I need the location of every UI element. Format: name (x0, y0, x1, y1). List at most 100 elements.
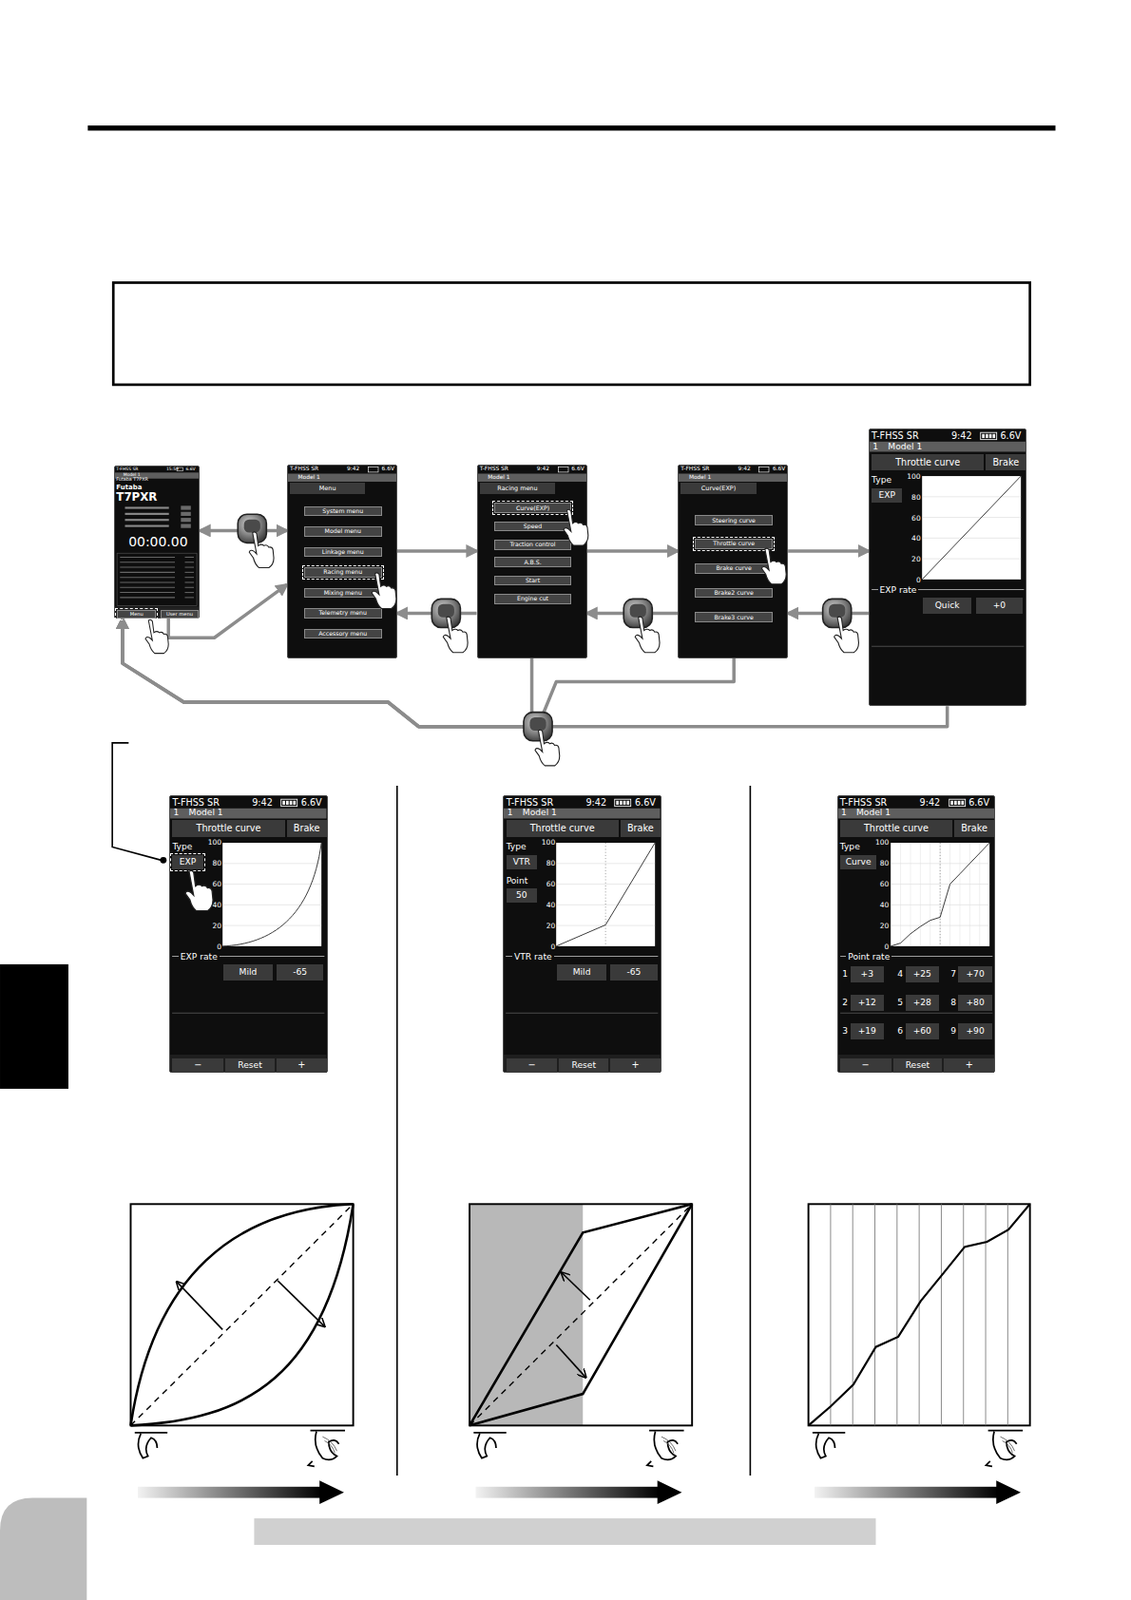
screen-button: +19 (850, 1023, 884, 1040)
screen-graphic (614, 799, 632, 806)
column-rule (749, 785, 752, 1477)
axis-label: 20 (203, 920, 222, 932)
screen-button: +12 (850, 995, 884, 1012)
screen-button: -65 (610, 964, 657, 981)
axis-label: 60 (901, 513, 921, 524)
screen-button: Reset (893, 1058, 943, 1074)
screen-button: Brake (287, 820, 327, 837)
flow-arrow (397, 549, 478, 554)
screen-graphic (185, 572, 194, 574)
flow-arrow (587, 612, 679, 616)
screen-label: 1 (841, 808, 852, 820)
screen-button: + (276, 1058, 327, 1074)
screen-graphic (921, 537, 1021, 539)
screen-graphic (222, 862, 322, 864)
screen-label: 9 (948, 1023, 959, 1040)
screen-button: Mild (556, 964, 607, 981)
flow-arrow (587, 549, 679, 554)
screen-label: T-FHSS SR (506, 797, 566, 809)
screen-button: − (506, 1058, 558, 1074)
screen-label: 2 (840, 995, 851, 1012)
screen-label: Futaba (115, 483, 157, 493)
axis-label: 60 (870, 879, 889, 890)
axis-label: 100 (536, 838, 556, 849)
screen-touch (185, 870, 213, 911)
menu-button: Racing menu (304, 567, 383, 578)
button-press (823, 598, 852, 628)
screen-graphic (367, 466, 379, 472)
screen-graphic (185, 596, 194, 598)
screen-graphic (978, 843, 980, 947)
screen-button: +70 (958, 966, 992, 983)
screen-label: VTR rate (512, 951, 555, 964)
screen-button: Curve(EXP) (680, 482, 756, 495)
screen-graphic (181, 523, 192, 528)
point-curve-graph (808, 1204, 1031, 1426)
screen-graphic (623, 800, 627, 805)
screen-label: 00:00.00 (119, 535, 198, 552)
screen-label: T-FHSS SR (115, 466, 147, 473)
screen-graphic (120, 561, 176, 563)
screen-graphic (503, 796, 660, 1073)
button-press (535, 729, 560, 767)
button-press (249, 532, 274, 569)
menu-button: A.B.S. (494, 556, 573, 568)
screen-graphic (116, 553, 197, 606)
screen-graphic (185, 561, 194, 563)
screen-graphic (115, 606, 199, 618)
screen-graphic (185, 586, 194, 588)
menu-button: Telemetry menu (304, 608, 383, 619)
button-press (623, 598, 652, 628)
vtr-graph (469, 1204, 583, 1426)
axis-label: 20 (536, 920, 556, 932)
screen-label: Model 1 (887, 441, 970, 453)
menu-button: User menu (160, 610, 200, 619)
screen-label: 6.6V (968, 797, 997, 809)
screen-graphic (222, 843, 322, 947)
screen-button: Brake (954, 820, 995, 837)
menu-button: Menu (116, 610, 156, 619)
screen-button: + (610, 1058, 661, 1074)
screen-button: -65 (276, 964, 324, 981)
screen-graphic (958, 843, 960, 947)
screen-graphic (120, 586, 176, 588)
screen-panel: T-FHSS SR9:426.6VModel 1Racing menuCurve… (477, 464, 588, 659)
vtr-graph (469, 1204, 692, 1426)
screen-label: Model 1 (487, 473, 549, 482)
screen-graphic (185, 566, 194, 568)
screen-label: T-FHSS SR (172, 797, 231, 809)
screen-graphic (120, 596, 176, 598)
screen-button: +60 (905, 1023, 940, 1040)
screen-graphic (125, 518, 170, 521)
screen-graphic (556, 843, 656, 947)
menu-button: Linkage menu (304, 547, 383, 558)
screen-graphic (283, 800, 287, 805)
screen-graphic (181, 511, 192, 516)
screen-graphic (172, 1012, 325, 1014)
screen-graphic (120, 572, 176, 574)
screen-label: 7 (948, 966, 959, 983)
screen-panel: T-FHSS SR15:596.6VModel 1Futaba T7PXRFut… (114, 465, 200, 619)
screen-label: Futaba T7PXR (115, 478, 168, 484)
screen-panel: T-FHSS SR9:426.6V1Model 1Throttle curveB… (169, 795, 327, 1074)
screen-button: − (840, 1058, 892, 1074)
screen-button: Throttle curve (172, 820, 285, 837)
screen-graphic (909, 843, 911, 947)
header-rule (87, 125, 1055, 131)
point-curve-graph (830, 1204, 1008, 1426)
screen-label: 1 (840, 966, 851, 983)
screen-graphic (969, 843, 971, 947)
screen-button: Throttle curve (871, 454, 984, 471)
leader-dot (159, 857, 167, 864)
flow-arrow (199, 529, 287, 534)
screen-panel: T-FHSS SR9:426.6VModel 1MenuSystem menuM… (287, 464, 398, 659)
screen-graphic (948, 799, 965, 806)
screen-label: 9:42 (737, 465, 758, 475)
screen-graphic (120, 592, 176, 594)
screen-graphic (921, 476, 1021, 580)
screen-graphic (506, 1012, 659, 1014)
screen-label: T-FHSS SR (871, 430, 931, 442)
screen-button: Quick (922, 597, 973, 614)
axis-label: 40 (536, 900, 556, 911)
